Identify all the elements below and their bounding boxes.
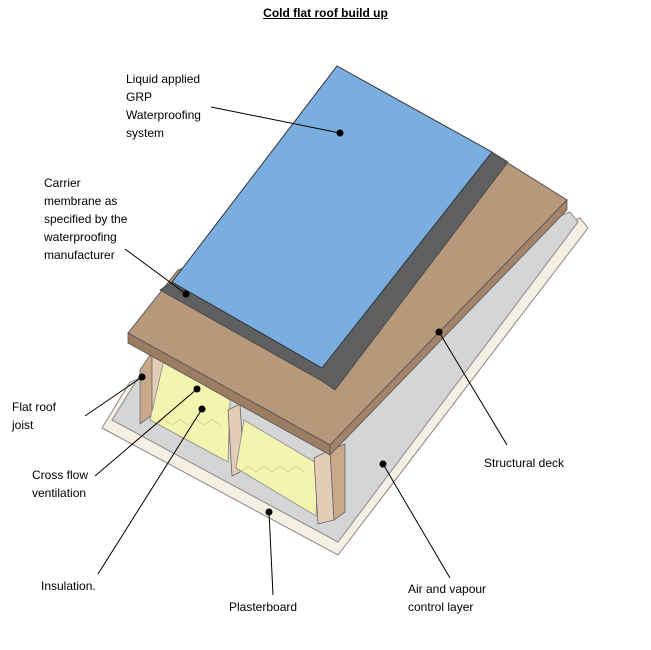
waterproofing-layer bbox=[171, 65, 493, 369]
label-carrier-membrane: Carrier membrane as specified by the wat… bbox=[44, 176, 128, 262]
label-ventilation: Cross flow ventilation bbox=[32, 468, 89, 500]
insulation-texture bbox=[155, 418, 305, 473]
structural-deck-side-edge bbox=[329, 199, 568, 456]
joist-left-side bbox=[139, 350, 153, 425]
leader-lines bbox=[84, 106, 508, 596]
label-insulation: Insulation. bbox=[41, 579, 96, 593]
leader-dots bbox=[138, 129, 443, 516]
label-plasterboard: Plasterboard bbox=[229, 600, 298, 614]
label-deck: Structural deck bbox=[484, 456, 565, 470]
label-vapour-layer: Air and vapour control layer bbox=[408, 582, 487, 614]
joist-right-side bbox=[329, 443, 346, 521]
diagram-title: Cold flat roof build up bbox=[263, 6, 388, 20]
label-joist: Flat roof joist bbox=[12, 400, 57, 432]
label-waterproofing: Liquid applied GRP Waterproofing system bbox=[126, 72, 201, 140]
